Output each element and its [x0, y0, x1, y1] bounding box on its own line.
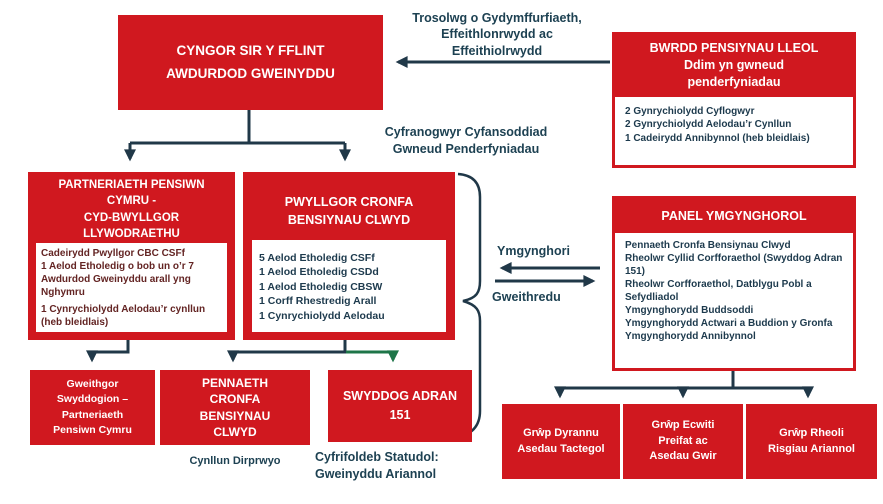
box-body: 2 Gynrychiolydd Cyflogwyr 2 Gynrychiolyd…	[615, 97, 853, 152]
box-body: Cadeirydd Pwyllgor CBC CSFf 1 Aelod Etho…	[36, 243, 227, 332]
box-grwp-rheoli-risgiau: Grŵp Rheoli Risgiau Ariannol	[746, 404, 877, 479]
box-body: 5 Aelod Etholedig CSFf 1 Aelod Etholedig…	[252, 240, 446, 332]
box-title-line: Grŵp Dyrannu	[523, 427, 599, 440]
box-bwrdd-pensiynau-lleol: BWRDD PENSIYNAU LLEOL Ddim yn gwneud pen…	[612, 32, 856, 168]
list-item: Pennaeth Cronfa Bensiynau Clwyd	[625, 240, 791, 251]
label-gweithredu: Gweithredu	[492, 290, 561, 304]
box-title-line: Grŵp Rheoli	[779, 427, 844, 440]
label-line: Trosolwg o Gydymffurfiaeth,	[412, 11, 582, 25]
box-gweithgor-swyddogion: Gweithgor Swyddogion – Partneriaeth Pens…	[30, 370, 155, 445]
box-title-line: Grŵp Ecwiti	[651, 419, 715, 432]
list-item: Rheolwr Corfforaethol, Datblygu Pobl a S…	[625, 279, 812, 303]
box-title-line: CYMRU -	[106, 195, 157, 208]
box-title-line: PWYLLGOR CRONFA	[284, 195, 414, 209]
list-item: 1 Cynrychiolydd Aelodau	[259, 309, 385, 322]
box-pennaeth-cronfa: PENNAETH CRONFA BENSIYNAU CLWYD	[160, 370, 310, 445]
list-item: Rheolwr Cyllid Corfforaethol (Swyddog Ad…	[625, 253, 843, 277]
box-title-line: CYNGOR SIR Y FFLINT	[176, 43, 325, 59]
list-item: Cadeirydd Pwyllgor CBC CSFf	[41, 248, 185, 259]
label-line: Gwneud Penderfyniadau	[392, 141, 540, 156]
box-body: Pennaeth Cronfa Bensiynau Clwyd Rheolwr …	[615, 233, 853, 347]
box-header: PARTNERIAETH PENSIWN CYMRU - CYD-BWYLLGO…	[28, 172, 235, 242]
box-title-line: PANEL YMGYNGHOROL	[661, 209, 807, 223]
list-item: Ymgynghorydd Annibynnol	[625, 331, 756, 342]
label-line: Effeithlonrwydd ac	[441, 27, 553, 42]
box-title-line: Asedau Gwir	[649, 450, 717, 463]
box-title-line: Pensiwn Cymru	[53, 423, 132, 436]
box-title-line: BENSIYNAU CLWYD	[287, 212, 411, 227]
label-ymgynghori: Ymgynghori	[497, 244, 570, 258]
box-title-line: CLWYD	[213, 424, 257, 439]
box-title-line: PENNAETH	[201, 376, 268, 391]
label-line: Gweinyddu Ariannol	[315, 466, 437, 481]
box-panel-ymgynghorol: PANEL YMGYNGHOROL Pennaeth Cronfa Bensiy…	[612, 196, 856, 371]
box-title-line: Swyddogion –	[56, 393, 129, 406]
box-cyngor-sir-y-fflint: CYNGOR SIR Y FFLINT AWDURDOD GWEINYDDU	[118, 15, 383, 110]
box-title-line: BWRDD PENSIYNAU LLEOL	[649, 41, 819, 55]
label-line: Cyfrifoldeb Statudol:	[315, 450, 439, 464]
label-cynllun-dirprwyo: Cynllun Dirprwyo	[189, 455, 281, 467]
box-title-line: Gweithgor	[66, 378, 119, 391]
box-title-line: PARTNERIAETH PENSIWN	[58, 179, 205, 191]
label-cyfrifoldeb-statudol: Cyfrifoldeb Statudol: Gweinyddu Ariannol	[308, 449, 473, 483]
box-partneriaeth-pensiwn-cymru: PARTNERIAETH PENSIWN CYMRU - CYD-BWYLLGO…	[28, 172, 235, 340]
list-item: Ymgynghorydd Actwari a Buddion y Gronfa	[625, 318, 833, 329]
box-pwyllgor-cronfa-bensiynau-clwyd: PWYLLGOR CRONFA BENSIYNAU CLWYD 5 Aelod …	[243, 172, 455, 340]
list-item: 1 Aelod Etholedig CBSW	[259, 280, 383, 293]
box-grwp-dyrannu-asedau: Grŵp Dyrannu Asedau Tactegol	[502, 404, 620, 479]
box-title-line: Partneriaeth	[61, 408, 124, 421]
box-title-line: CRONFA	[209, 392, 261, 407]
box-title-line: SWYDDOG ADRAN	[342, 388, 458, 403]
box-title-line: Preifat ac	[658, 434, 708, 447]
list-item: 2 Gynrychiolydd Aelodau’r Cynllun	[625, 119, 792, 131]
box-grwp-ecwiti-preifat: Grŵp Ecwiti Preifat ac Asedau Gwir	[623, 404, 743, 479]
label-cyfranogwyr: Cyfranogwyr Cyfansoddiad Gwneud Penderfy…	[352, 124, 580, 158]
box-title-line: Risgiau Ariannol	[768, 442, 855, 455]
box-header: PWYLLGOR CRONFA BENSIYNAU CLWYD	[243, 172, 455, 229]
list-item: 1 Aelod Etholedig o bob un o’r 7 Awdurdo…	[41, 261, 194, 298]
list-item: Ymgynghorydd Buddsoddi	[625, 305, 754, 316]
label-line: Effeithiolrwydd	[451, 43, 543, 58]
box-title-line: Ddim yn gwneud	[684, 57, 784, 72]
box-title-line: penderfyniadau	[687, 74, 781, 89]
list-item: 5 Aelod Etholedig CSFf	[259, 252, 375, 264]
box-title-line: AWDURDOD GWEINYDDU	[166, 65, 335, 81]
box-title-line: BENSIYNAU	[199, 408, 271, 423]
box-swyddog-adran-151: SWYDDOG ADRAN 151	[328, 370, 472, 442]
list-item: 2 Gynrychiolydd Cyflogwyr	[625, 105, 755, 117]
box-title-line: Asedau Tactegol	[517, 442, 605, 455]
box-title-line: 151	[389, 408, 411, 422]
box-header: BWRDD PENSIYNAU LLEOL Ddim yn gwneud pen…	[615, 35, 853, 97]
list-item: 1 Cadeirydd Annibynnol (heb bleidlais)	[625, 133, 810, 145]
label-line: Cyfranogwyr Cyfansoddiad	[384, 125, 548, 139]
list-item: 1 Cynrychiolydd Aelodau’r cynllun (heb b…	[41, 304, 206, 328]
list-item: 1 Corff Rhestredig Arall	[259, 295, 377, 308]
label-trosolwg: Trosolwg o Gydymffurfiaeth, Effeithlonrw…	[383, 10, 611, 59]
box-title-line: LLYWODRAETHU	[83, 227, 180, 240]
list-item: 1 Aelod Etholedig CSDd	[259, 266, 379, 279]
box-title-line: CYD-BWYLLGOR	[83, 211, 180, 224]
box-header: PANEL YMGYNGHOROL	[615, 199, 853, 233]
